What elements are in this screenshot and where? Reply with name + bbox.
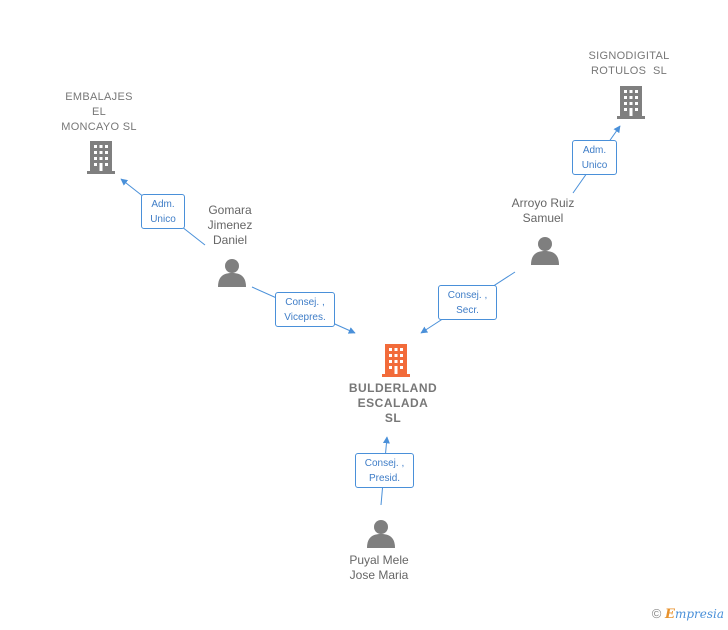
empresia-watermark: © Empresia	[652, 606, 724, 622]
person-icon-puyal[interactable]	[367, 520, 395, 548]
company-label-signodigital[interactable]: SIGNODIGITAL ROTULOS SL	[588, 50, 670, 77]
person-icon-arroyo[interactable]	[531, 237, 559, 265]
company-label-main[interactable]: BULDERLAND ESCALADA SL	[348, 381, 438, 425]
person-label-puyal[interactable]: Puyal Mele Jose Maria	[349, 553, 409, 582]
copyright-symbol: ©	[651, 606, 662, 621]
brand-initial: E	[665, 607, 675, 622]
person-label-gomara[interactable]: Gomara Jimenez Daniel	[207, 203, 253, 247]
building-icon-signodigital[interactable]	[617, 86, 645, 119]
relation-box-arroyo-main[interactable]: Consej. , Secr.	[438, 285, 497, 320]
company-label-embalajes[interactable]: EMBALAJES EL MONCAYO SL	[61, 91, 137, 133]
person-label-arroyo[interactable]: Arroyo Ruiz Samuel	[511, 196, 575, 225]
relation-box-puyal-main[interactable]: Consej. , Presid.	[355, 453, 414, 488]
building-icon-main[interactable]	[382, 344, 410, 377]
relation-box-gomara-main[interactable]: Consej. , Vicepres.	[275, 292, 335, 327]
relation-box-arroyo-signodigital[interactable]: Adm. Unico	[572, 140, 617, 175]
person-icon-gomara[interactable]	[218, 259, 246, 287]
relation-box-gomara-embalajes[interactable]: Adm. Unico	[141, 194, 185, 229]
brand-name: mpresia	[674, 607, 724, 621]
building-icon-embalajes[interactable]	[87, 141, 115, 174]
